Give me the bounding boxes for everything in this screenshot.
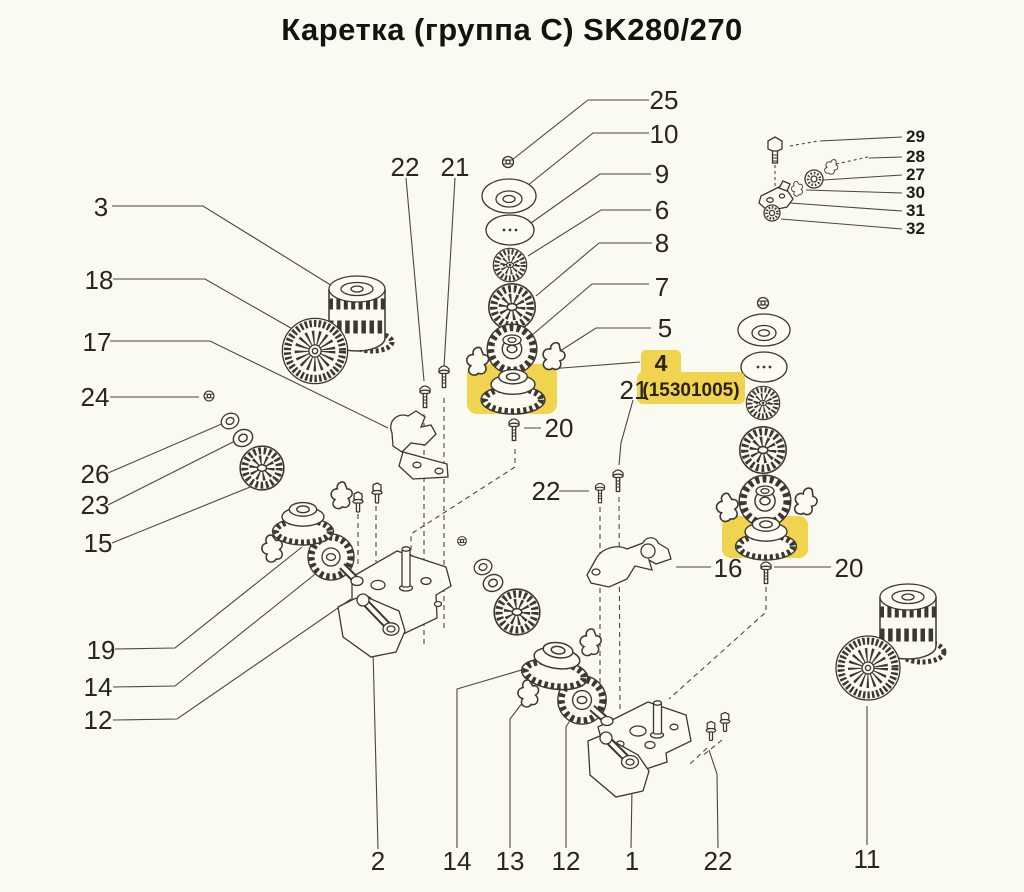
- screw-22a-drawing: [419, 385, 431, 409]
- callout-15: 15: [84, 528, 113, 558]
- assembly-axis-lines: [357, 140, 869, 765]
- washer-26-drawing: [218, 409, 242, 433]
- callout-11: 11: [854, 844, 881, 874]
- callout-16: 16: [714, 553, 743, 583]
- callout-5: 5: [658, 313, 672, 343]
- highlight-label-body: [637, 372, 745, 404]
- callout-2: 2: [371, 846, 385, 876]
- brush-gear-18-drawing: [282, 318, 347, 383]
- callout-22a: 22: [391, 152, 420, 182]
- callout-27: 27: [906, 165, 925, 184]
- callout-25: 25: [650, 85, 679, 115]
- callout-12a: 12: [84, 705, 113, 735]
- highlight-label-tab: [641, 350, 681, 377]
- callout-26: 26: [81, 459, 110, 489]
- callout-29: 29: [906, 127, 925, 146]
- callout-31: 31: [906, 201, 925, 220]
- top-right-parts-drawing: [758, 136, 841, 222]
- callout-13: 13: [496, 846, 525, 876]
- callout-23: 23: [81, 490, 110, 520]
- callout-6: 6: [655, 195, 669, 225]
- mid-small-parts-drawing: [457, 536, 540, 635]
- callout-22b: 22: [532, 476, 561, 506]
- callout-10: 10: [650, 119, 679, 149]
- gear-stack-3-drawing: [329, 276, 395, 351]
- callout-14a: 14: [84, 672, 113, 702]
- callout-32: 32: [906, 219, 925, 238]
- callout-14b: 14: [443, 846, 472, 876]
- highlighted-part-4-callout[interactable]: 4 (15301005): [637, 350, 745, 404]
- screw-22b-drawing: [594, 482, 606, 504]
- latch-16-drawing: [586, 537, 672, 588]
- callout-12b: 12: [552, 846, 581, 876]
- highlight-part-number: 4: [655, 350, 668, 376]
- callout-21a: 21: [441, 152, 470, 182]
- callout-18: 18: [85, 265, 114, 295]
- right-column-drawing: [713, 296, 821, 585]
- center-column-drawing: [465, 155, 568, 442]
- callout-9: 9: [655, 159, 669, 189]
- callout-labels: 3 18 17 24 26 23 15 19 14 12 22 21 25 10…: [81, 85, 925, 876]
- callout-20b: 20: [835, 553, 864, 583]
- callout-20a: 20: [545, 413, 574, 443]
- washer-23-drawing: [229, 425, 257, 451]
- callout-30: 30: [906, 183, 925, 202]
- callout-24: 24: [81, 382, 110, 412]
- fan-gear-15-drawing: [240, 446, 284, 490]
- callout-17: 17: [83, 327, 112, 357]
- screw-21b-drawing: [612, 469, 624, 493]
- page-title: Каретка (группа C) SK280/270: [281, 12, 743, 47]
- bottom-assembly-drawing: [515, 628, 731, 798]
- callout-3: 3: [94, 192, 108, 222]
- callout-19: 19: [87, 635, 116, 665]
- callout-28: 28: [906, 147, 925, 166]
- gear-pair-11-drawing: [836, 584, 947, 700]
- bracket-17-drawing: [390, 410, 449, 480]
- screw-21a-drawing: [438, 365, 450, 389]
- callout-1: 1: [625, 846, 639, 876]
- left-assembly-drawing: [258, 481, 452, 658]
- leader-lines: [107, 99, 903, 850]
- callout-22c: 22: [704, 846, 733, 876]
- callout-7: 7: [655, 272, 669, 302]
- highlight-part-code: (15301005): [642, 380, 739, 401]
- callout-21b: 21: [620, 375, 649, 405]
- callout-8: 8: [655, 228, 669, 258]
- nut-24-drawing: [203, 390, 215, 402]
